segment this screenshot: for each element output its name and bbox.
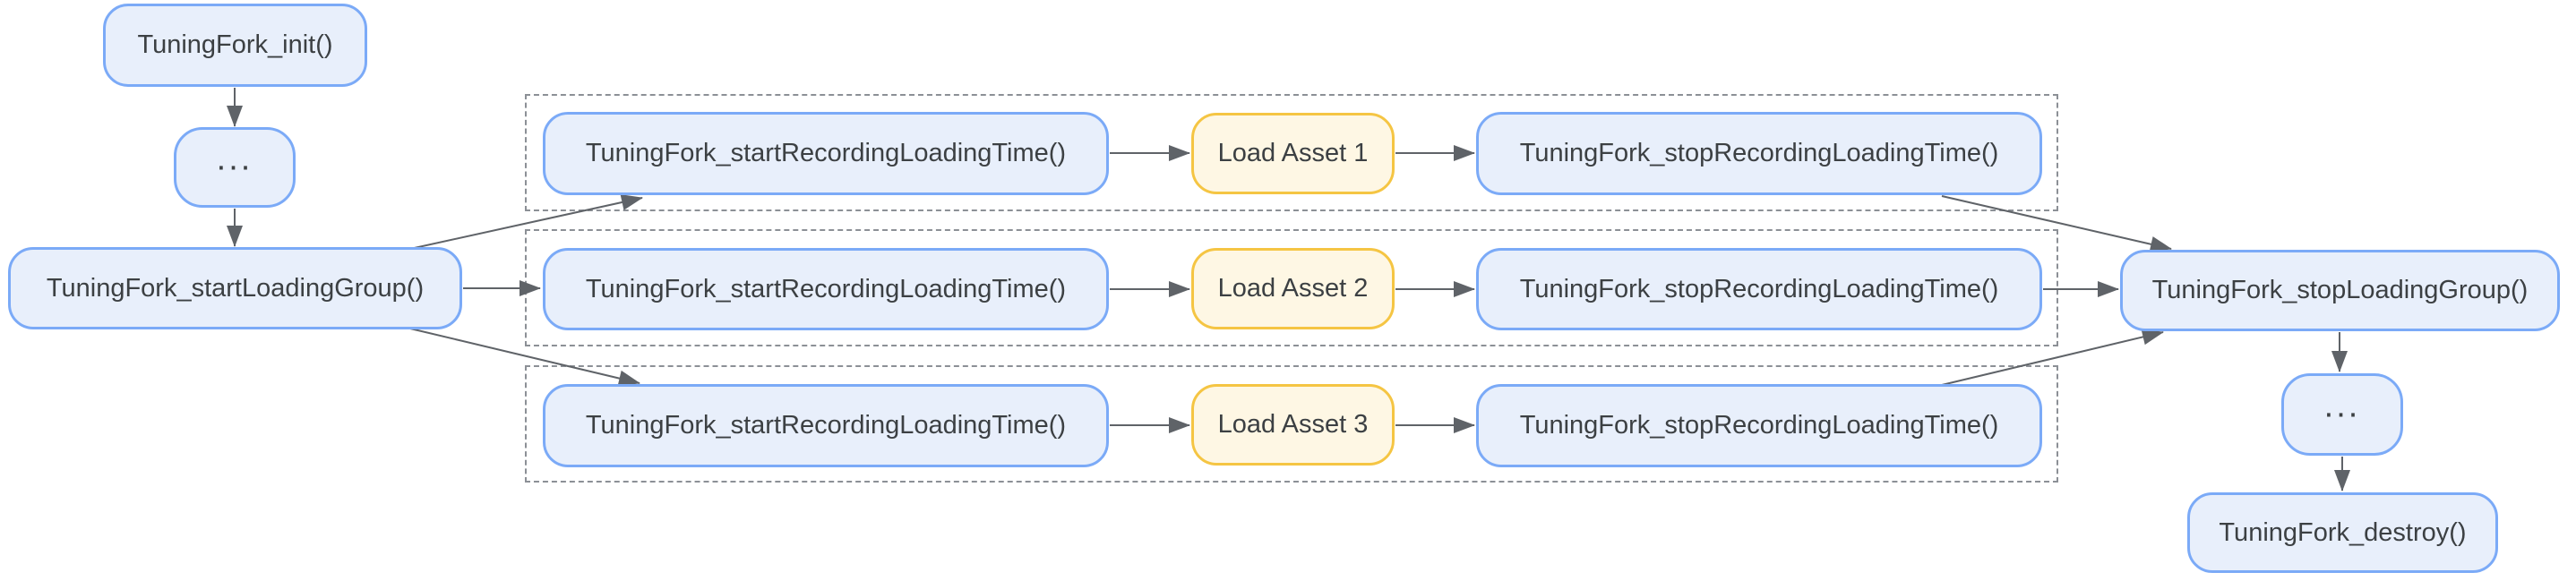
node-tuningfork-init: TuningFork_init() — [103, 4, 367, 87]
row-2-start-recording: TuningFork_startRecordingLoadingTime() — [543, 248, 1109, 330]
row-3-start-recording: TuningFork_startRecordingLoadingTime() — [543, 384, 1109, 467]
node-stop-loading-group-label: TuningFork_stopLoadingGroup() — [2151, 276, 2529, 304]
node-ellipsis-top-label: ... — [216, 140, 253, 178]
node-start-loading-group-label: TuningFork_startLoadingGroup() — [46, 273, 425, 303]
row-2-start-recording-label: TuningFork_startRecordingLoadingTime() — [585, 274, 1067, 303]
row-1-start-recording: TuningFork_startRecordingLoadingTime() — [543, 112, 1109, 195]
row-2-stop-recording: TuningFork_stopRecordingLoadingTime() — [1476, 248, 2042, 330]
dashed-group-row-3 — [525, 365, 2058, 483]
node-ellipsis-bottom-label: ... — [2323, 387, 2361, 425]
row-1-load-asset-label: Load Asset 1 — [1217, 139, 1369, 167]
node-tuningfork-destroy-label: TuningFork_destroy() — [2219, 517, 2467, 547]
node-tuningfork-init-label: TuningFork_init() — [137, 30, 333, 59]
row-1-stop-recording: TuningFork_stopRecordingLoadingTime() — [1476, 112, 2042, 195]
node-tuningfork-destroy: TuningFork_destroy() — [2187, 492, 2498, 573]
row-3-load-asset: Load Asset 3 — [1191, 384, 1395, 466]
row-1-start-recording-label: TuningFork_startRecordingLoadingTime() — [585, 139, 1067, 167]
row-2-stop-recording-label: TuningFork_stopRecordingLoadingTime() — [1519, 274, 1999, 303]
row-3-stop-recording-label: TuningFork_stopRecordingLoadingTime() — [1519, 411, 1999, 440]
row-2-load-asset: Load Asset 2 — [1191, 248, 1395, 329]
row-1-load-asset: Load Asset 1 — [1191, 113, 1395, 194]
row-3-stop-recording: TuningFork_stopRecordingLoadingTime() — [1476, 384, 2042, 467]
node-ellipsis-top: ... — [174, 127, 296, 208]
node-ellipsis-bottom: ... — [2281, 373, 2403, 456]
node-stop-loading-group: TuningFork_stopLoadingGroup() — [2120, 250, 2560, 331]
row-3-start-recording-label: TuningFork_startRecordingLoadingTime() — [585, 411, 1067, 440]
dashed-group-row-1 — [525, 94, 2058, 211]
node-start-loading-group: TuningFork_startLoadingGroup() — [8, 247, 462, 329]
row-1-stop-recording-label: TuningFork_stopRecordingLoadingTime() — [1519, 139, 1999, 167]
row-3-load-asset-label: Load Asset 3 — [1217, 410, 1369, 439]
row-2-load-asset-label: Load Asset 2 — [1217, 274, 1369, 303]
